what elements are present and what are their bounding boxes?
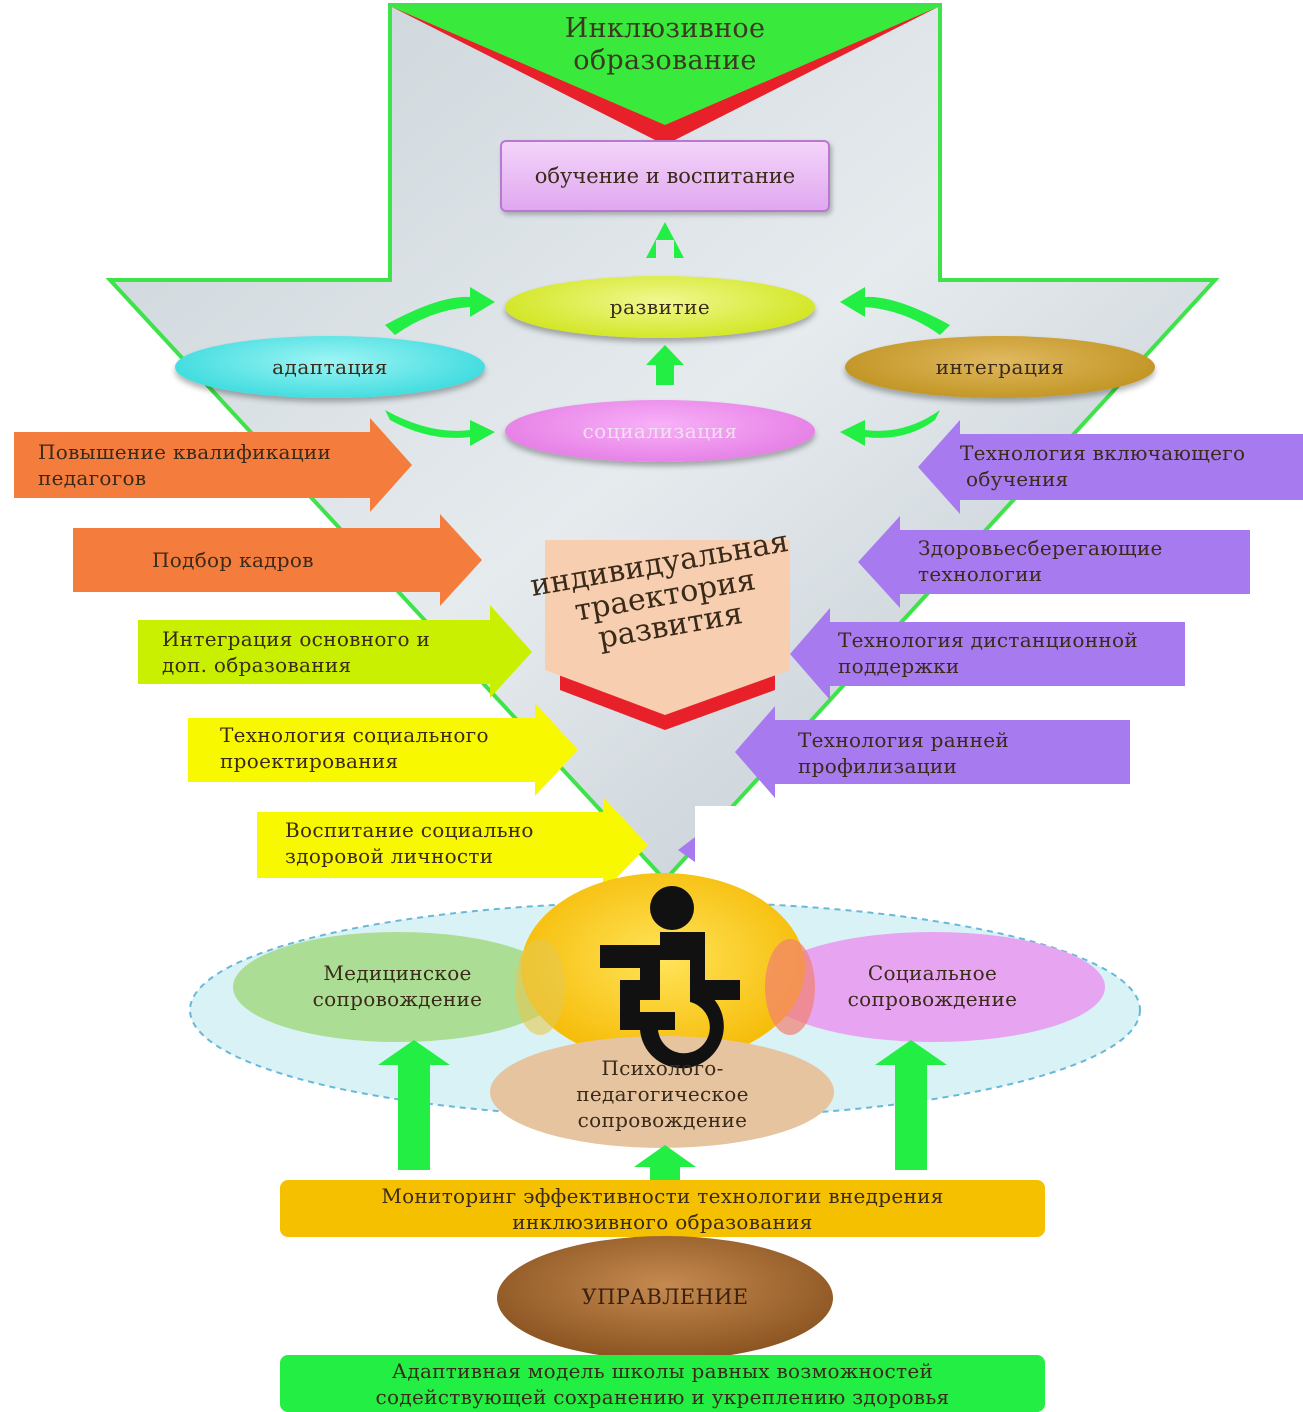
left-arrow-5-label: Воспитание социально здоровой личности: [285, 814, 605, 872]
right-arrow-2-label: Здоровьесберегающие технологии: [918, 532, 1238, 590]
bottom-label: Адаптивная модель школы равных возможнос…: [285, 1357, 1040, 1410]
left-arrow-3-line-1: Интеграция основного и: [162, 627, 431, 651]
psych-line-2: педагогическое: [576, 1082, 749, 1106]
medical-line-2: сопровождение: [312, 987, 483, 1011]
left-arrow-2-line-1: Подбор кадров: [152, 548, 314, 572]
left-arrow-3-line-2: доп. образования: [162, 653, 352, 677]
left-arrow-1-line-1: Повышение квалификации: [38, 440, 332, 464]
integration-label: интеграция: [935, 355, 1065, 379]
bottom-bar: [280, 1355, 1045, 1412]
right-arrow-1-label: Технология включающего обучения: [960, 437, 1303, 495]
social-line-1: Социальное: [867, 961, 998, 985]
management-oval: [497, 1236, 833, 1360]
right-arrow-3-line-2: поддержки: [838, 654, 960, 678]
right-arrow-4-line-2: профилизации: [798, 754, 958, 778]
diagram-title: Инклюзивное образование: [480, 10, 850, 80]
left-arrow-4-line-1: Технология социального: [220, 723, 489, 747]
wheelchair-icon: [600, 886, 740, 1069]
left-arrow-1: [14, 418, 412, 512]
left-arrow-4: [188, 703, 578, 796]
right-arrow-4-label: Технология ранней профилизации: [798, 724, 1118, 782]
title-line-2: образование: [573, 45, 757, 76]
right-arrow-1-line-2: обучения: [966, 467, 1069, 491]
wheelchair-ellipse: [521, 873, 805, 1063]
socialization-label: социализация: [582, 419, 738, 443]
medical-support-label: Медицинское сопровождение: [290, 955, 505, 1017]
right-arrow-3: [790, 608, 1185, 700]
top-box: обучение и воспитание: [500, 140, 830, 212]
integration-oval: интеграция: [845, 336, 1155, 398]
adaptation-label: адаптация: [272, 355, 388, 379]
right-arrow-2-line-1: Здоровьесберегающие: [918, 536, 1163, 560]
title-line-1: Инклюзивное: [564, 12, 766, 44]
left-arrow-4-label: Технология социального проектирования: [220, 720, 550, 776]
psych-line-1: Психолого-: [601, 1056, 724, 1080]
bottom-line-2: содействующей сохранению и укреплению зд…: [375, 1384, 950, 1409]
development-label: развитие: [609, 295, 711, 319]
right-arrow-2: [858, 516, 1250, 608]
monitoring-label: Мониторинг эффективности технологии внед…: [285, 1182, 1040, 1235]
right-arrow-1-line-1: Технология включающего: [960, 441, 1246, 465]
medical-line-1: Медицинское: [323, 961, 472, 985]
right-arrow-3-label: Технология дистанционной поддержки: [838, 624, 1183, 682]
right-arrow-1: [918, 420, 1303, 514]
right-arrow-4: [735, 706, 1130, 798]
trajectory-shape: [545, 540, 790, 715]
development-oval: развитие: [505, 276, 815, 338]
monitoring-line-1: Мониторинг эффективности технологии внед…: [381, 1183, 944, 1208]
left-arrow-3-label: Интеграция основного и доп. образования: [162, 624, 492, 680]
left-arrow-4-line-2: проектирования: [220, 749, 399, 773]
psych-line-3: сопровождение: [577, 1108, 748, 1132]
left-arrow-5: [257, 797, 648, 892]
social-overlap: [765, 939, 815, 1035]
right-arrow-2-line-2: технологии: [918, 562, 1043, 586]
social-ellipse: [761, 932, 1105, 1042]
connector-arrows: [385, 222, 950, 446]
left-arrow-1-line-2: педагогов: [38, 466, 147, 490]
bottom-line-1: Адаптивная модель школы равных возможнос…: [391, 1358, 934, 1383]
management-label: УПРАВЛЕНИЕ: [540, 1280, 790, 1316]
socialization-oval: социализация: [505, 400, 815, 462]
left-arrow-2-label: Подбор кадров: [152, 532, 452, 588]
white-patch: [695, 806, 1085, 886]
left-arrow-2: [73, 514, 482, 606]
left-arrow-5-line-1: Воспитание социально: [285, 818, 534, 842]
psych-ellipse: [490, 1036, 834, 1148]
adaptation-oval: адаптация: [175, 336, 485, 398]
management-text: УПРАВЛЕНИЕ: [581, 1285, 749, 1310]
social-line-2: сопровождение: [847, 987, 1018, 1011]
social-support-label: Социальное сопровождение: [820, 955, 1045, 1017]
right-arrow-4-line-1: Технология ранней: [798, 728, 1010, 752]
top-box-label: обучение и воспитание: [534, 164, 796, 188]
medical-ellipse: [233, 932, 563, 1042]
right-arrow-3-line-1: Технология дистанционной: [838, 628, 1138, 652]
left-arrow-5-line-2: здоровой личности: [285, 844, 494, 868]
psych-support-label: Психолого- педагогическое сопровождение: [530, 1050, 795, 1138]
monitoring-bar: [280, 1180, 1045, 1237]
title-green-triangle: [392, 7, 938, 125]
left-arrow-3: [138, 605, 532, 698]
medical-overlap: [515, 939, 565, 1035]
monitoring-line-2: инклюзивного образования: [512, 1209, 813, 1234]
left-arrow-1-label: Повышение квалификации педагогов: [38, 436, 378, 494]
